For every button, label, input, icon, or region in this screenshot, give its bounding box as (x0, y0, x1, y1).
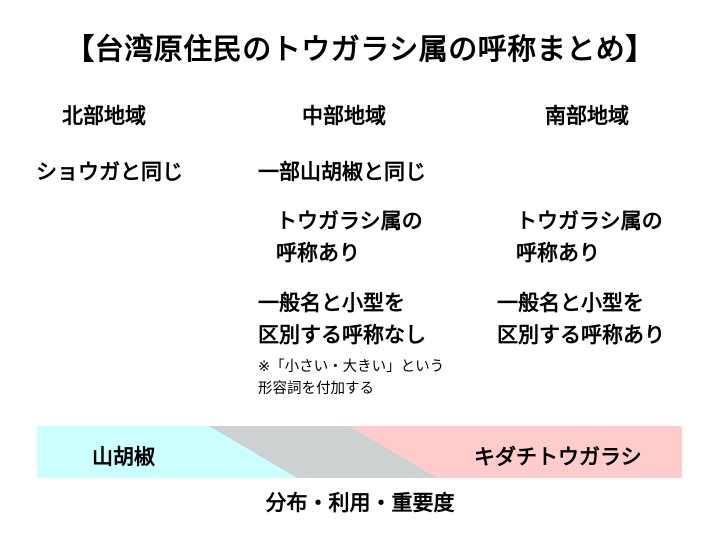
region-heading-south: 南部地域 (545, 104, 629, 128)
north-item-same-as-ginger: ショウガと同じ (36, 160, 183, 184)
central-item-no-distinction-line2: 区別する呼称なし (258, 323, 426, 347)
south-item-distinction-line1: 一般名と小型を (497, 291, 644, 315)
region-heading-north: 北部地域 (62, 104, 146, 128)
distribution-band (37, 426, 682, 478)
band-left-label: 山胡椒 (92, 445, 155, 469)
band-right-label: キダチトウガラシ (474, 445, 642, 469)
central-note-line1: ※「小さい・大きい」という (258, 359, 445, 375)
band-left-region (37, 426, 297, 478)
central-item-capsicum-name-line1: トウガラシ属の (276, 209, 423, 233)
region-heading-central: 中部地域 (302, 104, 386, 128)
south-item-capsicum-name-line1: トウガラシ属の (516, 209, 663, 233)
central-note-line2: 形容詞を付加する (258, 381, 374, 397)
band-caption: 分布・利用・重要度 (265, 491, 455, 515)
central-item-partly-mountain-pepper: 一部山胡椒と同じ (258, 160, 426, 184)
central-item-no-distinction-line1: 一般名と小型を (258, 291, 405, 315)
central-item-capsicum-name-line2: 呼称あり (276, 241, 360, 265)
south-item-capsicum-name-line2: 呼称あり (516, 241, 600, 265)
band-right-region (349, 426, 682, 478)
slide-title: 【台湾原住民のトウガラシ属の呼称まとめ】 (65, 32, 655, 66)
south-item-distinction-line2: 区別する呼称あり (497, 323, 665, 347)
